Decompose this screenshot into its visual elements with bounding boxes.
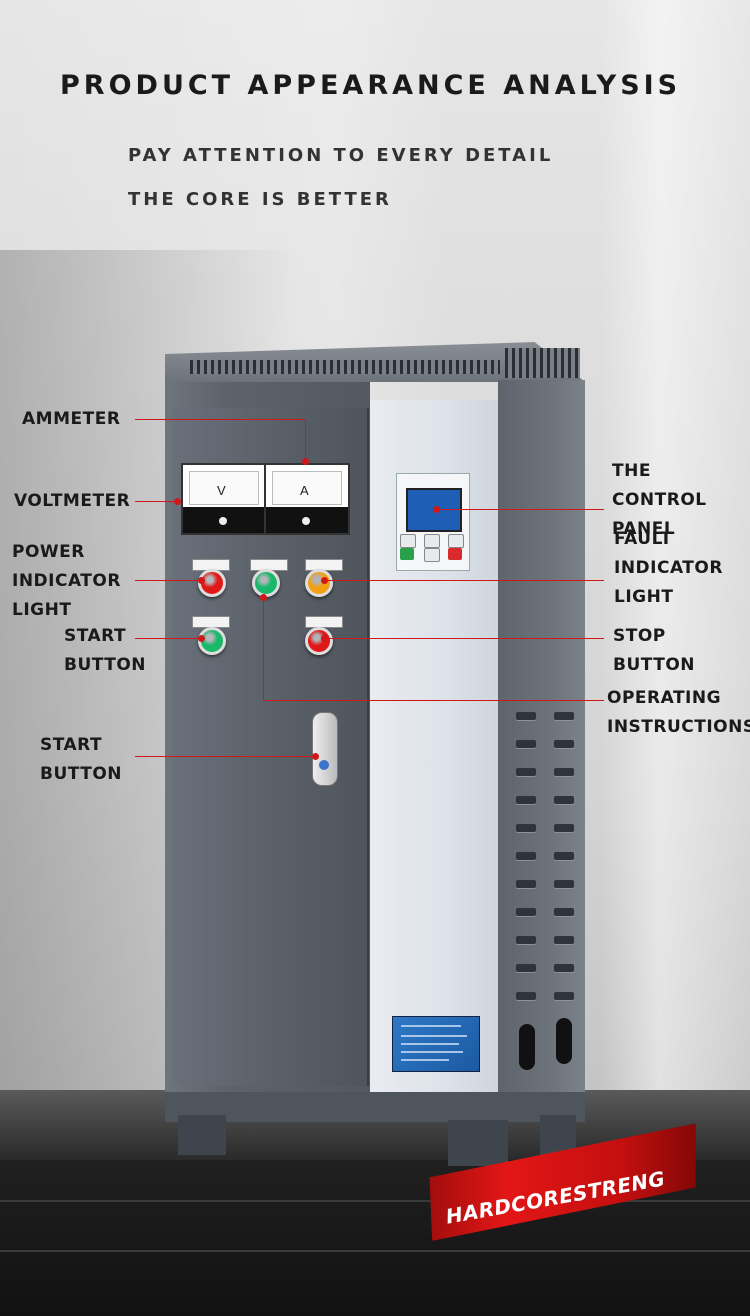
control-panel-marker <box>433 506 440 513</box>
voltmeter-knob[interactable] <box>219 517 227 525</box>
fault-indicator-light <box>305 569 333 597</box>
ammeter-leader <box>135 419 305 420</box>
table-edge-line <box>0 1200 750 1202</box>
label-power-indicator: POWER INDICATOR LIGHT <box>12 542 121 620</box>
operating-leader <box>263 597 264 700</box>
voltmeter: V <box>181 463 267 535</box>
power-leader <box>135 580 201 581</box>
panel-menu-key[interactable] <box>400 534 416 548</box>
cabinet-base <box>165 1092 585 1122</box>
fault-leader <box>324 580 604 581</box>
voltmeter-unit: V <box>217 483 226 498</box>
door-lock[interactable] <box>319 760 329 770</box>
panel-run-key[interactable] <box>400 548 414 560</box>
run-indicator-light <box>252 569 280 597</box>
start-leader <box>135 638 201 639</box>
top-vent-side <box>505 348 580 378</box>
stop-leader <box>324 638 604 639</box>
voltmeter-leader <box>135 501 177 502</box>
label-start-button: START BUTTON <box>64 626 147 675</box>
voltmeter-marker <box>174 498 181 505</box>
wall-highlight <box>600 0 750 1180</box>
label-fault-indicator: FAULT INDICATOR LIGHT <box>614 529 723 607</box>
table-edge-line <box>0 1250 750 1252</box>
label-ammeter: AMMETER <box>22 409 121 429</box>
label-control-panel: THE CONTROL PANEL <box>612 461 707 539</box>
page-title: PRODUCT APPEARANCE ANALYSIS <box>60 70 682 101</box>
label-stop-button: STOP BUTTON <box>613 626 696 675</box>
cable-hole <box>519 1024 535 1070</box>
stop-button[interactable] <box>305 627 333 655</box>
top-vent <box>190 360 500 374</box>
stop-marker <box>321 635 328 642</box>
fault-marker <box>321 577 328 584</box>
nameplate <box>392 1016 480 1072</box>
power-marker <box>198 577 205 584</box>
label-voltmeter: VOLTMETER <box>14 491 131 511</box>
start-button-2-marker <box>312 753 319 760</box>
control-panel-leader <box>436 509 604 510</box>
operating-leader <box>263 700 604 701</box>
cabinet-side <box>498 380 585 1092</box>
subtitle-detail: PAY ATTENTION TO EVERY DETAIL <box>128 145 554 166</box>
ammeter-unit: A <box>300 483 309 498</box>
ammeter-marker <box>302 458 309 465</box>
ammeter-knob[interactable] <box>302 517 310 525</box>
panel-down-key[interactable] <box>424 534 440 548</box>
ammeter: A <box>264 463 350 535</box>
ammeter-leader <box>305 419 306 461</box>
cabinet-foot <box>178 1115 226 1155</box>
start-button-2-leader <box>135 756 315 757</box>
label-start-button-door: START BUTTON <box>40 735 123 784</box>
subtitle-core: THE CORE IS BETTER <box>128 189 392 210</box>
panel-enter-key[interactable] <box>448 534 464 548</box>
stop-label-plate <box>305 616 343 628</box>
cabinet-foot <box>540 1115 576 1155</box>
operating-marker <box>260 594 267 601</box>
panel-stop-key[interactable] <box>448 548 462 560</box>
label-operating-instructions: OPERATING INSTRUCTIONS <box>607 688 750 737</box>
cable-hole <box>556 1018 572 1064</box>
cabinet-foot <box>448 1120 508 1166</box>
start-marker <box>198 635 205 642</box>
door-handle[interactable] <box>312 712 338 786</box>
panel-up-key[interactable] <box>424 548 440 562</box>
